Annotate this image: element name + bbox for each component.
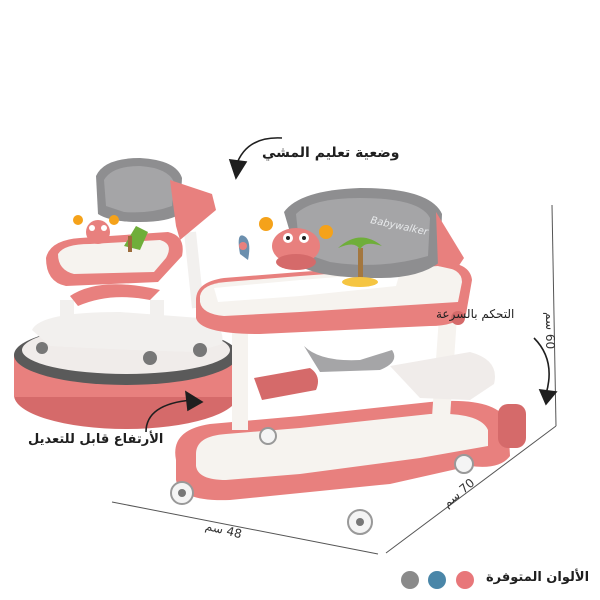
label-available-colors: الألوان المتوفرة	[486, 570, 590, 585]
label-adjustable-height: الأرتفاع قابل للتعديل	[28, 432, 164, 447]
color-swatch-blue[interactable]	[428, 571, 446, 589]
dimension-lines	[111, 204, 557, 555]
color-swatch-grey[interactable]	[401, 571, 419, 589]
label-speed-control: التحكم بالسرعة	[436, 307, 515, 321]
walker-main: Babywalker	[170, 188, 526, 535]
label-walk-mode: وضعية تعليم المشي	[262, 145, 400, 161]
annotation-arrows	[145, 137, 558, 433]
dimension-height: 60 سم	[543, 312, 557, 350]
color-swatch-coral[interactable]	[456, 571, 474, 589]
walker-walking-mode	[14, 158, 238, 429]
